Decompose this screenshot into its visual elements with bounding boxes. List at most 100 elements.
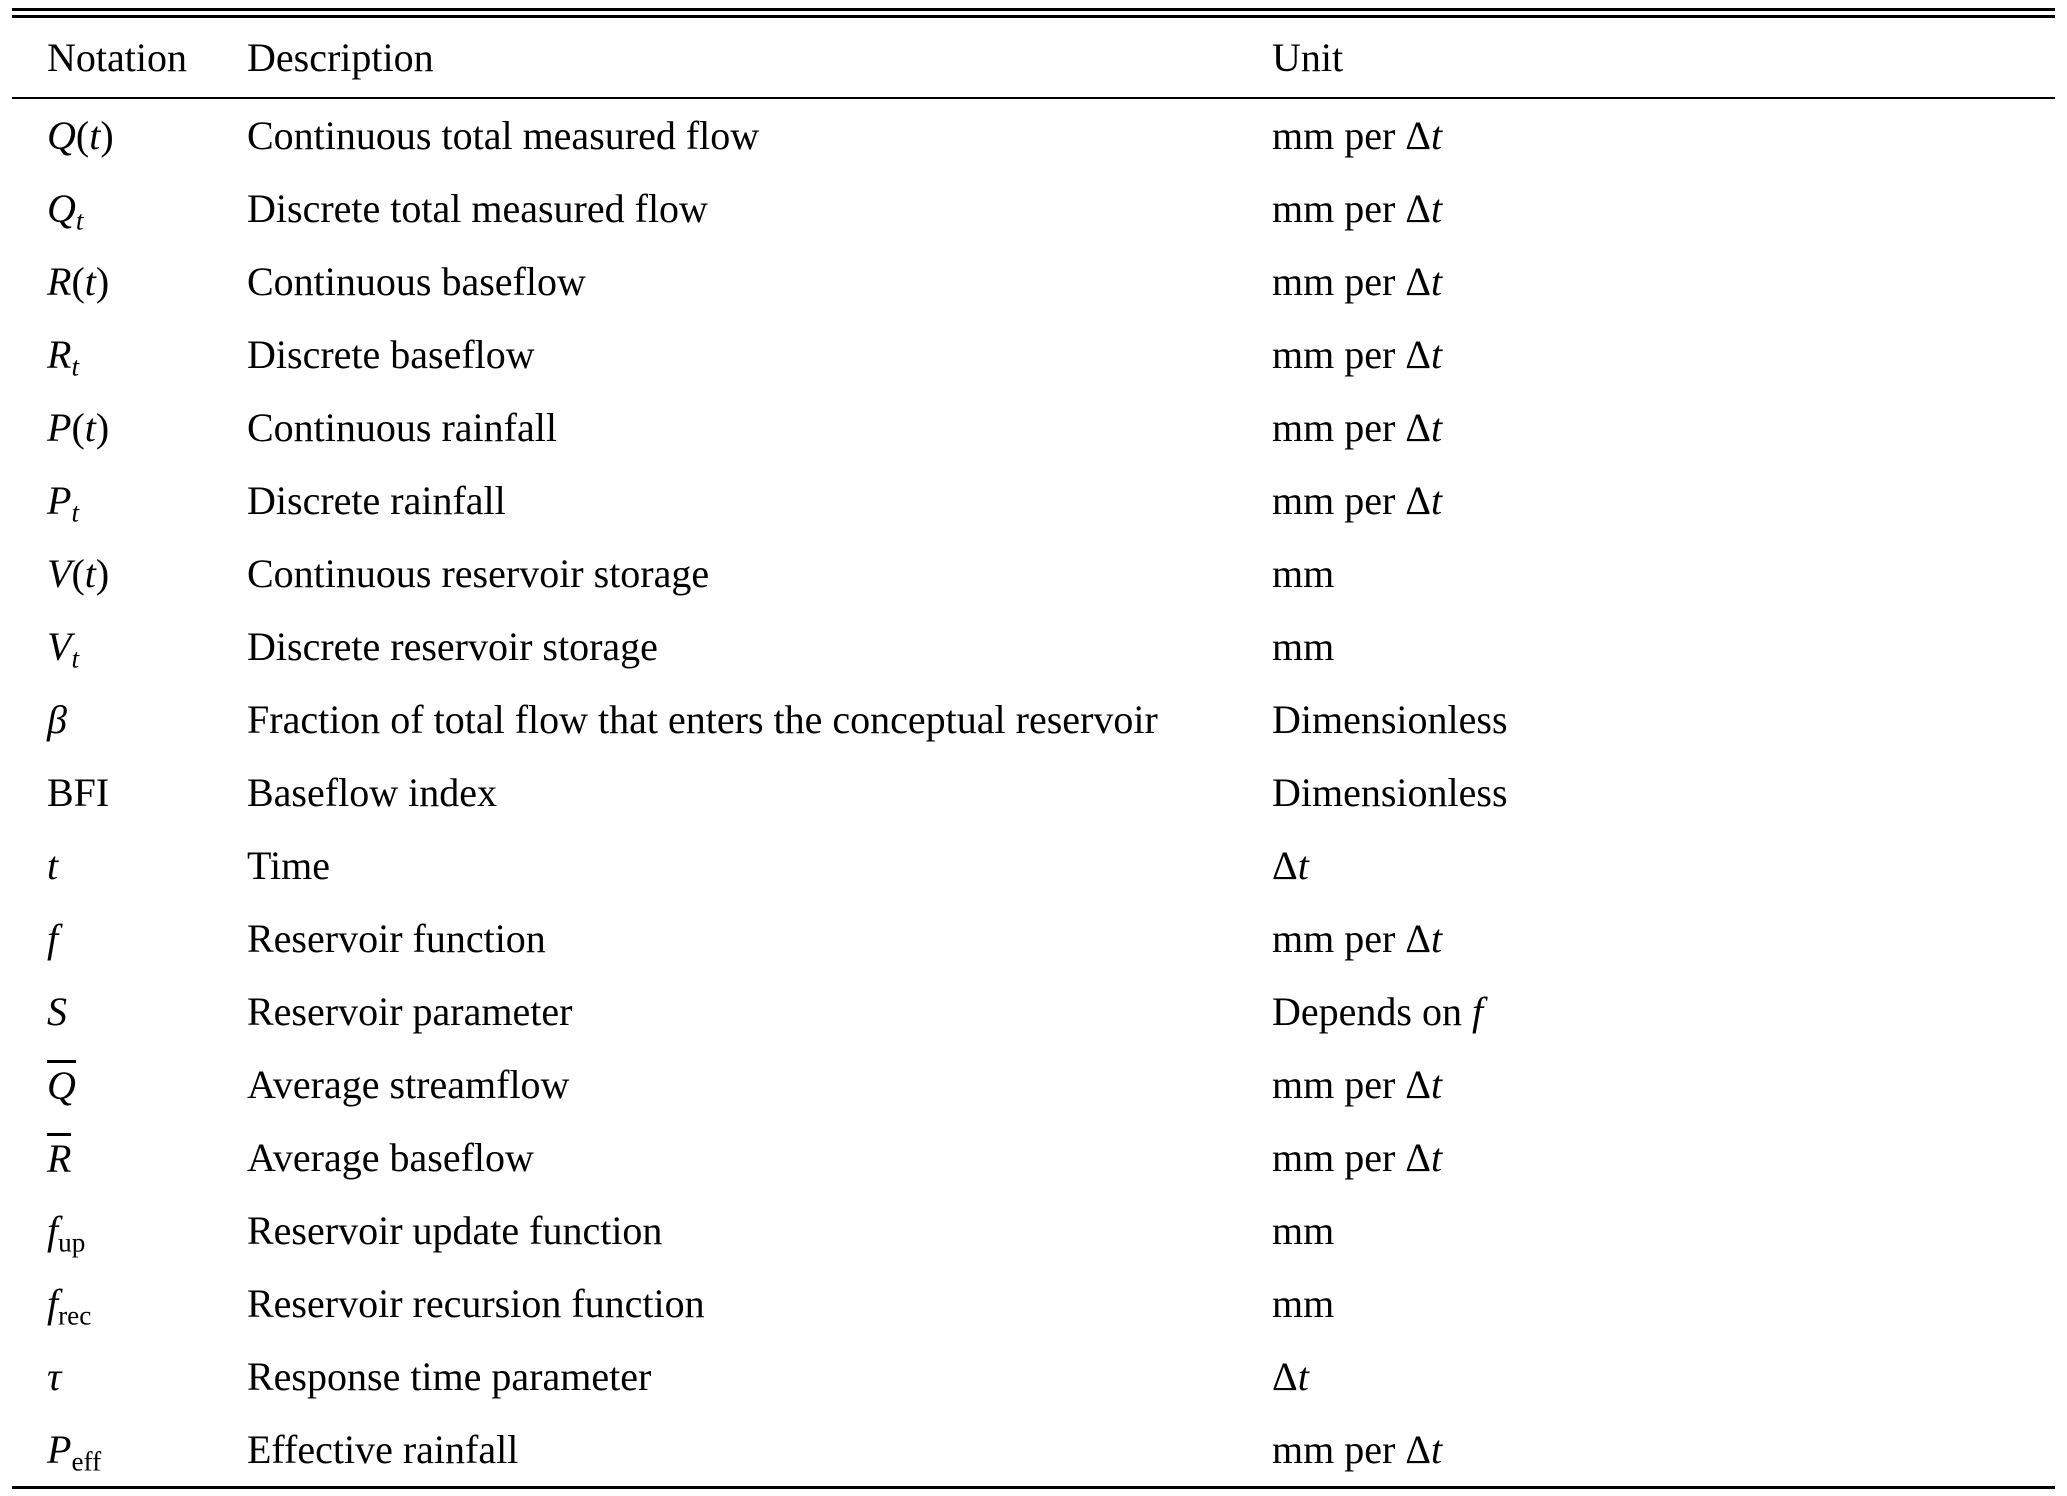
math-segment: mm per Δ xyxy=(1272,332,1432,377)
math-segment: t xyxy=(1297,1354,1309,1399)
math-segment: V xyxy=(47,624,72,669)
math-segment: ) xyxy=(95,551,110,596)
notation-cell: Qt xyxy=(12,172,212,245)
description-cell: Baseflow index xyxy=(247,770,497,815)
math-segment: t xyxy=(71,497,79,528)
header-unit: Unit xyxy=(1237,16,2055,99)
math-segment: Q xyxy=(47,113,76,158)
notation-cell: V(t) xyxy=(12,537,212,610)
description-cell: Discrete total measured flow xyxy=(247,186,708,231)
math-segment: up xyxy=(58,1227,86,1258)
math-segment: mm xyxy=(1272,551,1335,596)
math-segment: t xyxy=(1431,478,1443,523)
table-row: V(t) Continuous reservoir storage mm xyxy=(12,537,2055,610)
notation-cell: Vt xyxy=(12,610,212,683)
unit-cell: Depends on f xyxy=(1237,975,2055,1048)
math-segment: P xyxy=(47,478,72,523)
description-cell: Continuous baseflow xyxy=(247,259,586,304)
math-segment: t xyxy=(1431,259,1443,304)
math-segment: Dimensionless xyxy=(1272,770,1508,815)
unit-cell: mm per Δt xyxy=(1237,464,2055,537)
math-segment: mm per Δ xyxy=(1272,1427,1432,1472)
notation-cell: frec xyxy=(12,1267,212,1340)
description-cell: Discrete rainfall xyxy=(247,478,506,523)
notation-cell: Pt xyxy=(12,464,212,537)
description-cell: Discrete baseflow xyxy=(247,332,535,377)
table-row: Q Average streamflow mm per Δt xyxy=(12,1048,2055,1121)
notation-cell: β xyxy=(12,683,212,756)
description-cell: Continuous reservoir storage xyxy=(247,551,710,596)
unit-cell: Dimensionless xyxy=(1237,756,2055,829)
notation-cell: P(t) xyxy=(12,391,212,464)
math-segment: Δ xyxy=(1272,843,1298,888)
table-header-row: Notation Description Unit xyxy=(12,16,2055,99)
notation-cell: Rt xyxy=(12,318,212,391)
table-header: Notation Description Unit xyxy=(12,16,2055,99)
description-cell: Discrete reservoir storage xyxy=(247,624,658,669)
description-cell: Average baseflow xyxy=(247,1135,534,1180)
math-segment: t xyxy=(75,205,84,236)
math-segment: rec xyxy=(58,1300,92,1331)
math-segment: mm per Δ xyxy=(1272,1062,1432,1107)
math-segment: ( xyxy=(71,259,85,304)
description-cell: Reservoir update function xyxy=(247,1208,663,1253)
notation-table: Notation Description Unit Q(t)Continuous… xyxy=(12,15,2055,1489)
math-segment: t xyxy=(47,843,59,888)
header-description: Description xyxy=(212,16,1237,99)
description-cell: Fraction of total flow that enters the c… xyxy=(247,697,1158,742)
unit-cell: mm per Δt xyxy=(1237,1048,2055,1121)
table-row: β Fraction of total flow that enters the … xyxy=(12,683,2055,756)
unit-cell: Δt xyxy=(1237,1340,2055,1413)
unit-cell: mm xyxy=(1237,1267,2055,1340)
math-segment: eff xyxy=(71,1446,102,1477)
math-segment: τ xyxy=(47,1354,62,1399)
description-cell: Reservoir parameter xyxy=(247,989,573,1034)
math-segment: t xyxy=(84,259,96,304)
notation-cell: R(t) xyxy=(12,245,212,318)
table-row: Pt Discrete rainfall mm per Δt xyxy=(12,464,2055,537)
math-segment: S xyxy=(47,989,67,1034)
math-segment: mm per Δ xyxy=(1272,405,1432,450)
math-segment: t xyxy=(1431,113,1443,158)
math-segment: ( xyxy=(71,405,85,450)
unit-cell: mm per Δt xyxy=(1237,318,2055,391)
unit-cell: Δt xyxy=(1237,829,2055,902)
table-row: t Time Δt xyxy=(12,829,2055,902)
math-segment: mm xyxy=(1272,624,1335,669)
math-segment: t xyxy=(1431,1062,1443,1107)
table-top-rule xyxy=(12,8,2055,11)
math-segment: t xyxy=(84,551,96,596)
unit-cell: mm per Δt xyxy=(1237,1413,2055,1488)
table-row: τ Response time parameter Δt xyxy=(12,1340,2055,1413)
math-segment: Dimensionless xyxy=(1272,697,1508,742)
math-segment: t xyxy=(89,113,101,158)
math-segment: R xyxy=(47,1133,72,1179)
unit-cell: mm per Δt xyxy=(1237,98,2055,172)
math-segment: t xyxy=(1431,332,1443,377)
notation-cell: t xyxy=(12,829,212,902)
notation-cell: Peff xyxy=(12,1413,212,1488)
math-segment: R xyxy=(47,259,72,304)
math-segment: β xyxy=(47,697,67,742)
description-cell: Average streamflow xyxy=(247,1062,570,1107)
description-cell: Time xyxy=(247,843,331,888)
notation-cell: f xyxy=(12,902,212,975)
notation-cell: Q xyxy=(12,1048,212,1121)
notation-cell: S xyxy=(12,975,212,1048)
math-segment: t xyxy=(71,351,79,382)
math-segment: P xyxy=(47,405,72,450)
notation-cell: R xyxy=(12,1121,212,1194)
description-cell: Response time parameter xyxy=(247,1354,652,1399)
math-segment: t xyxy=(84,405,96,450)
math-segment: Δ xyxy=(1272,1354,1298,1399)
